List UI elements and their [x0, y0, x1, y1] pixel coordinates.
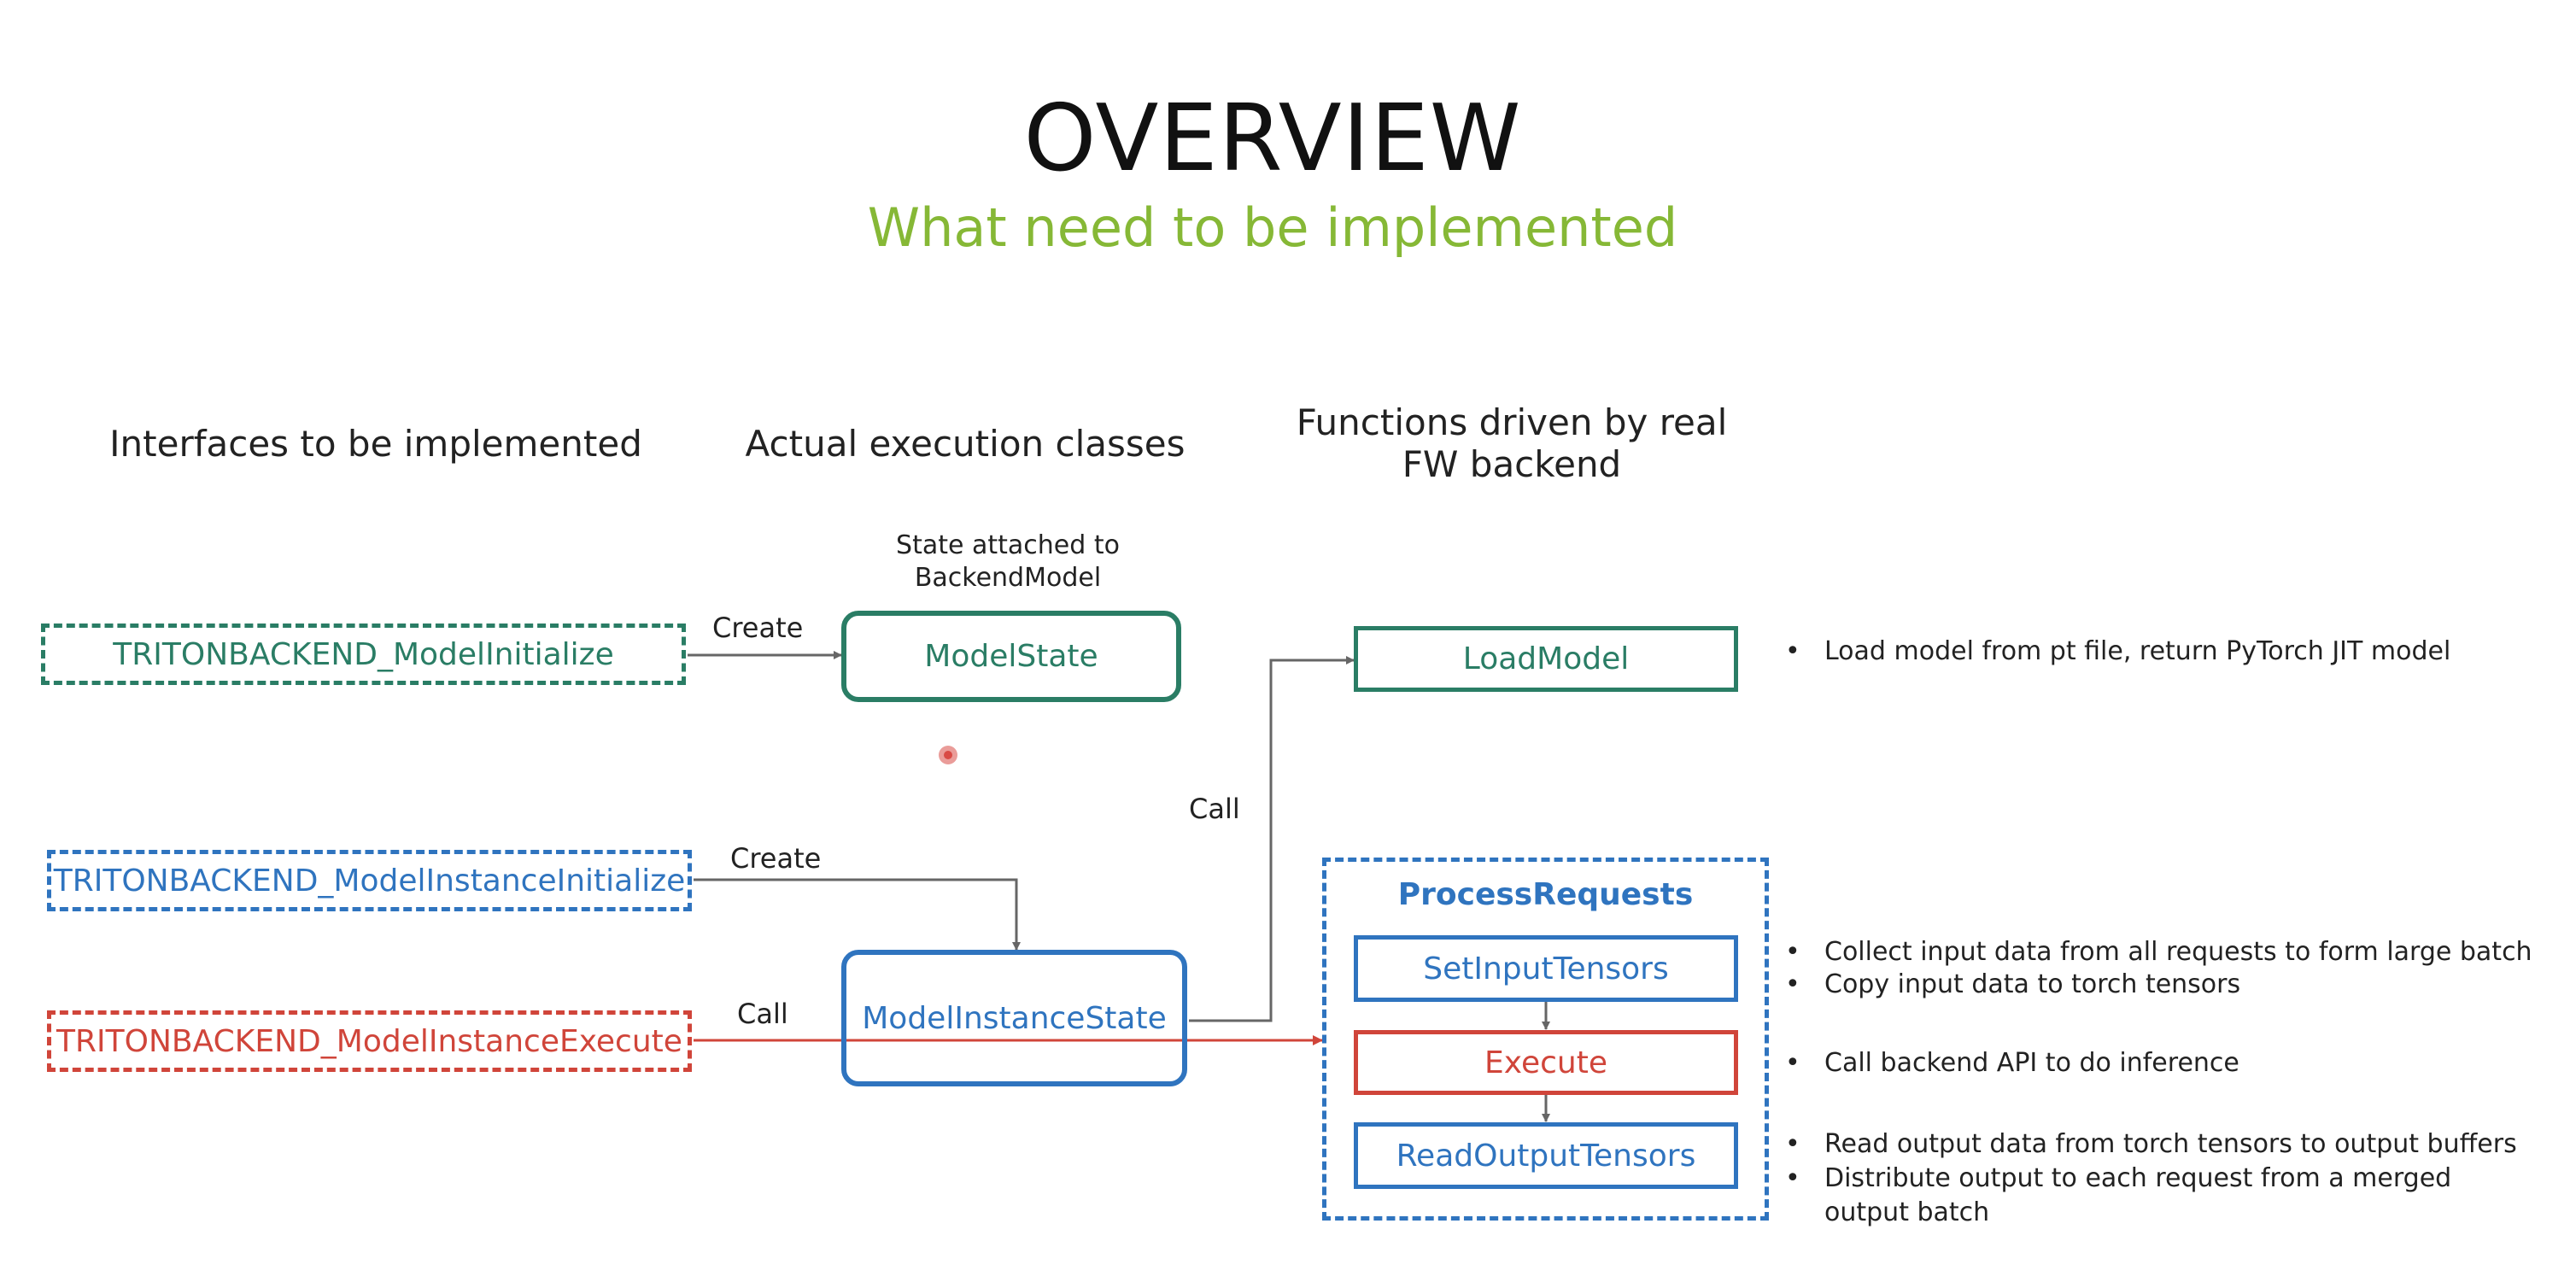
note-load-model: Load model from pt file, return PyTorch …	[1785, 635, 2559, 669]
state-note-line2: BackendModel	[914, 563, 1102, 593]
edge-label-call-load: Call	[1189, 793, 1240, 825]
interface-model-initialize[interactable]: TRITONBACKEND_ModelInitialize	[41, 624, 686, 685]
state-note: State attached to BackendModel	[837, 530, 1179, 594]
column-header-functions-line2: FW backend	[1402, 443, 1622, 485]
arrow-create-model-instance-state	[694, 878, 1021, 951]
process-requests-title: ProcessRequests	[1397, 877, 1694, 912]
class-model-instance-state[interactable]: ModelInstanceState	[841, 950, 1187, 1086]
interface-model-instance-execute[interactable]: TRITONBACKEND_ModelInstanceExecute	[47, 1010, 692, 1072]
arrow-call-load-model	[1189, 656, 1355, 1022]
slide-title: OVERVIEW	[1023, 85, 1522, 192]
state-note-line1: State attached to	[896, 530, 1120, 560]
note-read-output-2: Distribute output to each request from a…	[1785, 1162, 2491, 1230]
column-header-classes: Actual execution classes	[745, 423, 1186, 465]
note-set-input-2: Copy input data to torch tensors	[1785, 968, 2576, 1002]
function-load-model[interactable]: LoadModel	[1354, 626, 1738, 692]
function-execute[interactable]: Execute	[1354, 1030, 1738, 1095]
note-read-output-1: Read output data from torch tensors to o…	[1785, 1127, 2576, 1162]
column-header-interfaces: Interfaces to be implemented	[109, 423, 642, 465]
slide-subtitle: What need to be implemented	[867, 196, 1678, 259]
column-header-functions-line1: Functions driven by real	[1296, 401, 1728, 443]
edge-label-create-1: Create	[712, 612, 804, 644]
interface-model-instance-initialize[interactable]: TRITONBACKEND_ModelInstanceInitialize	[47, 850, 692, 911]
note-set-input-1: Collect input data from all requests to …	[1785, 935, 2576, 969]
process-requests-group: ProcessRequests	[1322, 858, 1769, 1221]
edge-label-create-2: Create	[730, 842, 822, 875]
class-model-state[interactable]: ModelState	[841, 611, 1181, 702]
column-header-functions: Functions driven by real FW backend	[1281, 401, 1742, 485]
note-execute: Call backend API to do inference	[1785, 1046, 2576, 1080]
function-read-output-tensors[interactable]: ReadOutputTensors	[1354, 1122, 1738, 1189]
edge-label-call-execute: Call	[737, 998, 788, 1030]
function-set-input-tensors[interactable]: SetInputTensors	[1354, 935, 1738, 1002]
